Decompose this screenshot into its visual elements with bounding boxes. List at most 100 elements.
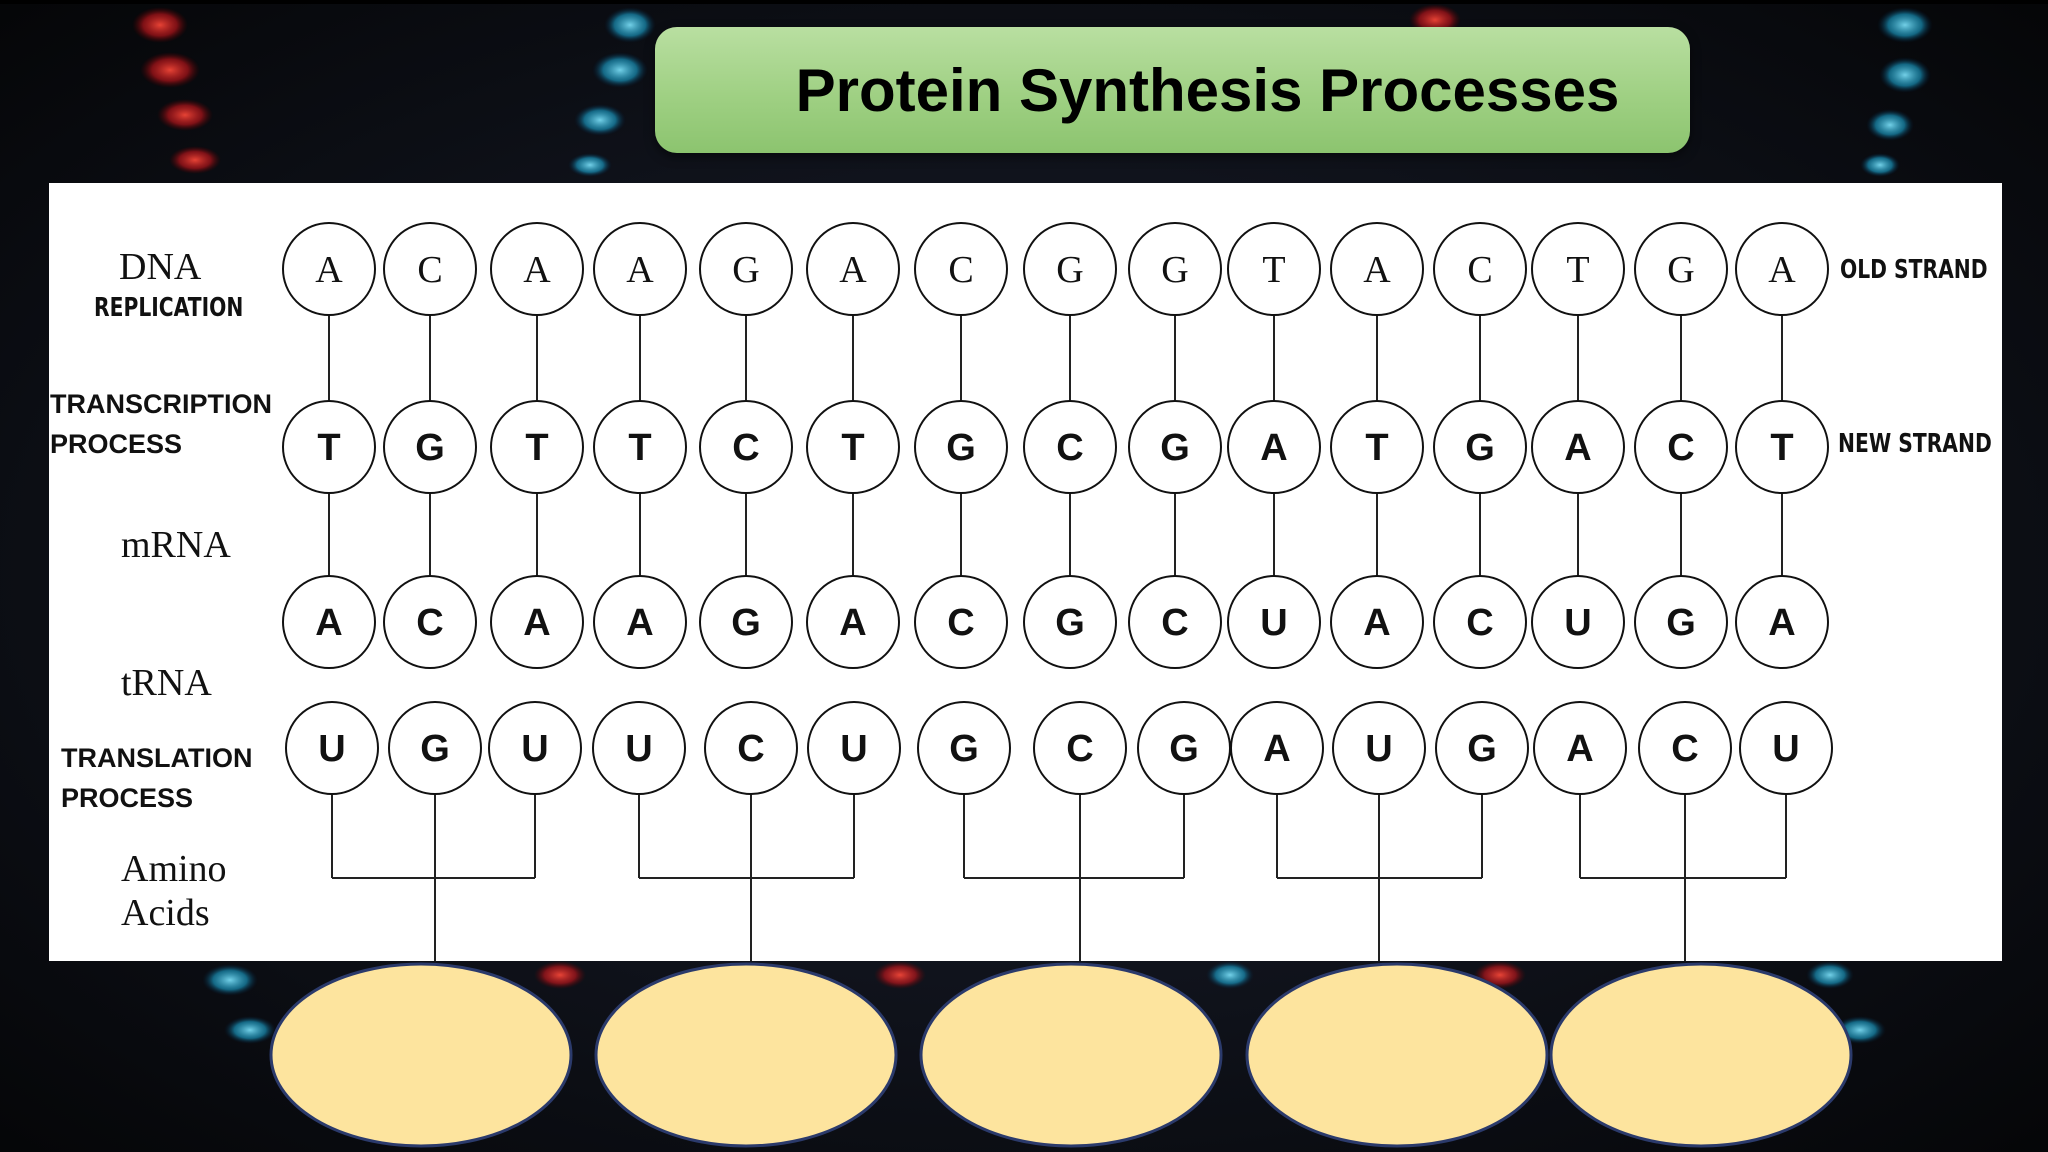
nucleotide-c: C xyxy=(417,249,442,291)
nucleotide-circle xyxy=(282,400,376,494)
nucleotide-circle xyxy=(1735,400,1829,494)
nucleotide-circle xyxy=(806,400,900,494)
nucleotide-a: A xyxy=(1564,427,1591,469)
nucleotide-circle xyxy=(914,222,1008,316)
nucleotide-u: U xyxy=(1772,728,1799,770)
nucleotide-g: G xyxy=(1467,728,1497,770)
nucleotide-c: C xyxy=(1467,249,1492,291)
nucleotide-g: G xyxy=(1666,602,1696,644)
nucleotide-c: C xyxy=(416,602,443,644)
nucleotide-g: G xyxy=(1169,728,1199,770)
nucleotide-circle xyxy=(592,701,686,795)
nucleotide-g: G xyxy=(1160,427,1190,469)
nucleotide-circle xyxy=(1227,575,1321,669)
nucleotide-a: A xyxy=(626,602,653,644)
nucleotide-c: C xyxy=(948,249,973,291)
nucleotide-circle xyxy=(593,575,687,669)
nucleotide-t: T xyxy=(317,427,340,469)
nucleotide-a: A xyxy=(315,602,342,644)
nucleotide-circle xyxy=(1531,222,1625,316)
nucleotide-g: G xyxy=(1056,249,1083,291)
nucleotide-circle xyxy=(490,222,584,316)
nucleotide-a: A xyxy=(839,249,867,291)
nucleotide-circle xyxy=(490,400,584,494)
nucleotide-circle xyxy=(699,222,793,316)
nucleotide-a: A xyxy=(1768,602,1795,644)
nucleotide-circle xyxy=(914,575,1008,669)
nucleotide-g: G xyxy=(732,249,759,291)
nucleotide-circle xyxy=(1230,701,1324,795)
nucleotide-u: U xyxy=(840,728,867,770)
nucleotide-t: T xyxy=(1566,249,1589,291)
title-banner: Protein Synthesis Processes xyxy=(655,27,1690,153)
nucleotide-circle xyxy=(1227,400,1321,494)
label-mrna: mRNA xyxy=(121,524,231,566)
nucleotide-u: U xyxy=(625,728,652,770)
nucleotide-circle xyxy=(388,701,482,795)
nucleotide-circle xyxy=(1735,222,1829,316)
nucleotide-c: C xyxy=(732,427,759,469)
nucleotide-c: C xyxy=(1466,602,1493,644)
nucleotide-circle xyxy=(1531,575,1625,669)
nucleotide-a: A xyxy=(1566,728,1593,770)
nucleotide-circle xyxy=(1330,400,1424,494)
nucleotide-circle xyxy=(1023,222,1117,316)
nucleotide-c: C xyxy=(1066,728,1093,770)
nucleotide-circle xyxy=(1533,701,1627,795)
nucleotide-circle xyxy=(490,575,584,669)
label-translation: TRANSLATION xyxy=(61,743,253,773)
nucleotide-circle xyxy=(1023,575,1117,669)
nucleotide-circle xyxy=(806,222,900,316)
nucleotide-circle xyxy=(383,222,477,316)
nucleotide-c: C xyxy=(947,602,974,644)
nucleotide-circle xyxy=(593,400,687,494)
label-replication: REPLICATION xyxy=(94,293,244,323)
nucleotide-a: A xyxy=(1363,602,1390,644)
nucleotide-circle xyxy=(1330,222,1424,316)
nucleotide-circle xyxy=(807,701,901,795)
nucleotide-a: A xyxy=(523,602,550,644)
nucleotide-circle xyxy=(383,400,477,494)
label-amino: Amino xyxy=(121,848,227,890)
label-transcription: TRANSCRIPTION xyxy=(50,389,272,419)
nucleotide-u: U xyxy=(1564,602,1591,644)
nucleotide-circle xyxy=(1227,222,1321,316)
nucleotide-circle xyxy=(1634,400,1728,494)
nucleotide-g: G xyxy=(949,728,979,770)
nucleotide-a: A xyxy=(839,602,866,644)
nucleotide-g: G xyxy=(415,427,445,469)
nucleotide-g: G xyxy=(1465,427,1495,469)
nucleotide-u: U xyxy=(521,728,548,770)
nucleotide-u: U xyxy=(318,728,345,770)
label-acids: Acids xyxy=(121,892,210,934)
nucleotide-circle xyxy=(699,400,793,494)
nucleotide-circle xyxy=(1433,400,1527,494)
nucleotide-circle xyxy=(1023,400,1117,494)
label-trna: tRNA xyxy=(121,662,212,704)
nucleotide-circle xyxy=(1634,575,1728,669)
nucleotide-c: C xyxy=(1161,602,1188,644)
nucleotide-circle xyxy=(699,575,793,669)
nucleotide-t: T xyxy=(841,427,864,469)
nucleotide-g: G xyxy=(1161,249,1188,291)
nucleotide-a: A xyxy=(315,249,343,291)
page-title: Protein Synthesis Processes xyxy=(795,56,1620,124)
nucleotide-u: U xyxy=(1365,728,1392,770)
nucleotide-t: T xyxy=(1365,427,1388,469)
nucleotide-c: C xyxy=(1667,427,1694,469)
nucleotide-t: T xyxy=(1262,249,1285,291)
nucleotide-a: A xyxy=(523,249,551,291)
nucleotide-c: C xyxy=(737,728,764,770)
codon-brackets xyxy=(331,794,1787,961)
nucleotide-circle xyxy=(1735,575,1829,669)
nucleotide-circle xyxy=(806,575,900,669)
nucleotide-circle xyxy=(1531,400,1625,494)
nucleotide-a: A xyxy=(1768,249,1796,291)
nucleotide-a: A xyxy=(1260,427,1287,469)
nucleotide-circle xyxy=(285,701,379,795)
